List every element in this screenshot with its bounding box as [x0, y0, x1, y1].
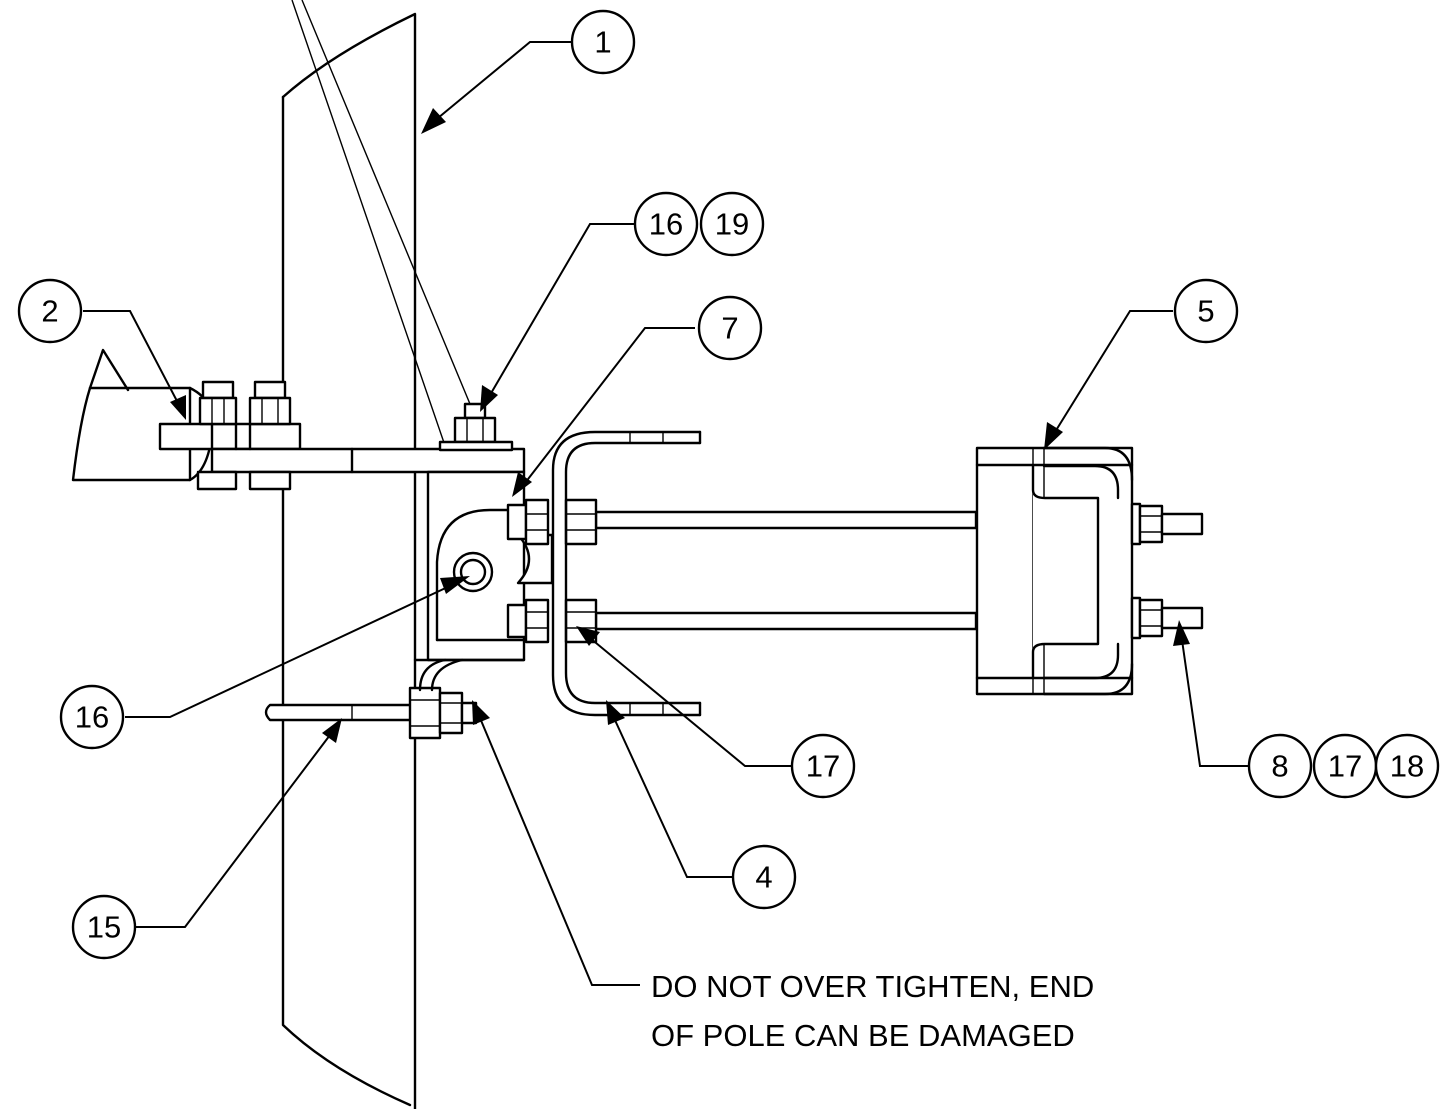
- top-bolt: [438, 402, 514, 452]
- balloon-17-right-label: 17: [1328, 749, 1362, 784]
- balloon-2-label: 2: [41, 294, 58, 329]
- j-bolt: [264, 658, 478, 740]
- balloon-15: 15: [71, 894, 137, 960]
- balloon-2: 2: [17, 278, 83, 344]
- leaders: [83, 41, 1249, 986]
- balloon-17-right: 17: [1312, 733, 1378, 799]
- balloon-7-label: 7: [721, 311, 738, 346]
- balloon-17: 17: [790, 733, 856, 799]
- clamp-block: [975, 446, 1204, 696]
- balloon-5: 5: [1173, 278, 1239, 344]
- balloon-19-label: 19: [715, 207, 749, 242]
- balloon-4: 4: [731, 844, 797, 910]
- balloon-17-label: 17: [806, 749, 840, 784]
- balloon-8: 8: [1247, 733, 1313, 799]
- balloon-18: 18: [1374, 733, 1440, 799]
- note-line-1: DO NOT OVER TIGHTEN, END: [651, 969, 1094, 1004]
- balloon-4-label: 4: [755, 860, 772, 895]
- balloon-8-label: 8: [1271, 749, 1288, 784]
- balloon-16-top-label: 16: [649, 207, 683, 242]
- balloon-1: 1: [570, 9, 636, 75]
- threaded-rods: [506, 498, 978, 644]
- balloon-16-lower: 16: [59, 684, 125, 750]
- balloon-5-label: 5: [1197, 294, 1214, 329]
- balloon-18-label: 18: [1390, 749, 1424, 784]
- balloon-16-lower-label: 16: [75, 700, 109, 735]
- note-line-2: OF POLE CAN BE DAMAGED: [651, 1018, 1075, 1053]
- pole: [281, 12, 417, 1109]
- balloon-7: 7: [697, 295, 763, 361]
- side-bracket: [71, 348, 526, 491]
- u-bracket: [551, 430, 702, 717]
- balloon-19: 19: [699, 191, 765, 257]
- balloon-15-label: 15: [87, 910, 121, 945]
- balloon-1-label: 1: [594, 25, 611, 60]
- balloon-16-top: 16: [633, 191, 699, 257]
